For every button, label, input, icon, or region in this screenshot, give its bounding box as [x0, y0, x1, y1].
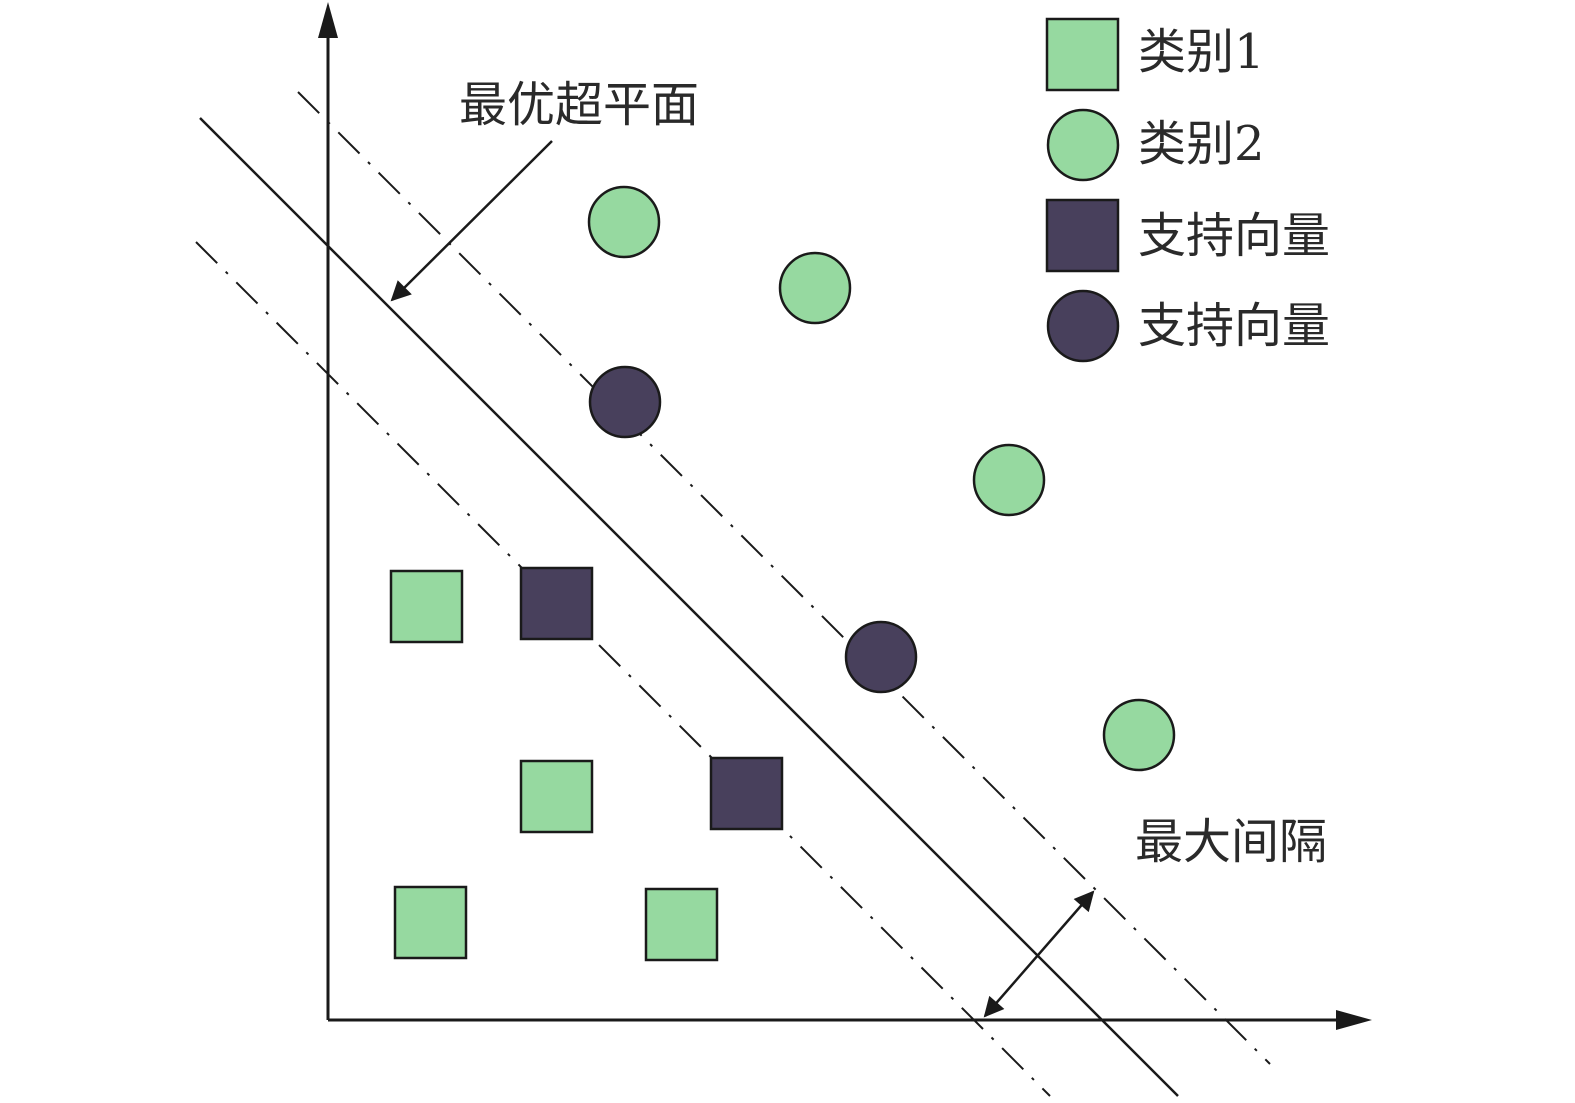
- class1-point: [644, 887, 719, 962]
- legend-class1-label: 类别1: [1138, 24, 1265, 80]
- y-axis-arrow-icon: [318, 2, 338, 38]
- support-vector-circles: [588, 365, 918, 694]
- class1-point: [519, 759, 594, 834]
- support-vector-circle: [588, 365, 662, 439]
- class2-points: [587, 185, 1176, 772]
- optimal-hyperplane-label: 最优超平面: [459, 77, 699, 133]
- class2-point: [972, 443, 1046, 517]
- axes: [318, 2, 1372, 1030]
- class2-point: [778, 251, 852, 325]
- class1-points: [389, 569, 719, 962]
- legend-support-square-label: 支持向量: [1138, 208, 1330, 264]
- class1-point: [393, 885, 468, 960]
- class1-point: [389, 569, 464, 644]
- legend-support-square-swatch-icon: [1045, 198, 1120, 273]
- max-margin-arrow: [983, 890, 1095, 1018]
- support-vector-circle: [844, 620, 918, 694]
- legend-class1-swatch-icon: [1045, 17, 1120, 92]
- support-vector-square: [709, 756, 784, 831]
- legend-support-circle-swatch-icon: [1046, 289, 1120, 363]
- legend-support-circle-label: 支持向量: [1138, 298, 1330, 354]
- support-vector-squares: [519, 566, 784, 831]
- class2-point: [1102, 698, 1176, 772]
- max-margin-label: 最大间隔: [1135, 814, 1327, 870]
- legend: 类别1 类别2 支持向量 支持向量: [1045, 17, 1330, 363]
- support-vector-square: [519, 566, 594, 641]
- hyperplane-pointer-arrow: [390, 140, 553, 302]
- legend-class2-swatch-icon: [1046, 108, 1120, 182]
- legend-class2-label: 类别2: [1138, 116, 1265, 172]
- x-axis-arrow-icon: [1336, 1010, 1372, 1030]
- upper-margin-line: [297, 91, 1271, 1065]
- class2-point: [587, 185, 661, 259]
